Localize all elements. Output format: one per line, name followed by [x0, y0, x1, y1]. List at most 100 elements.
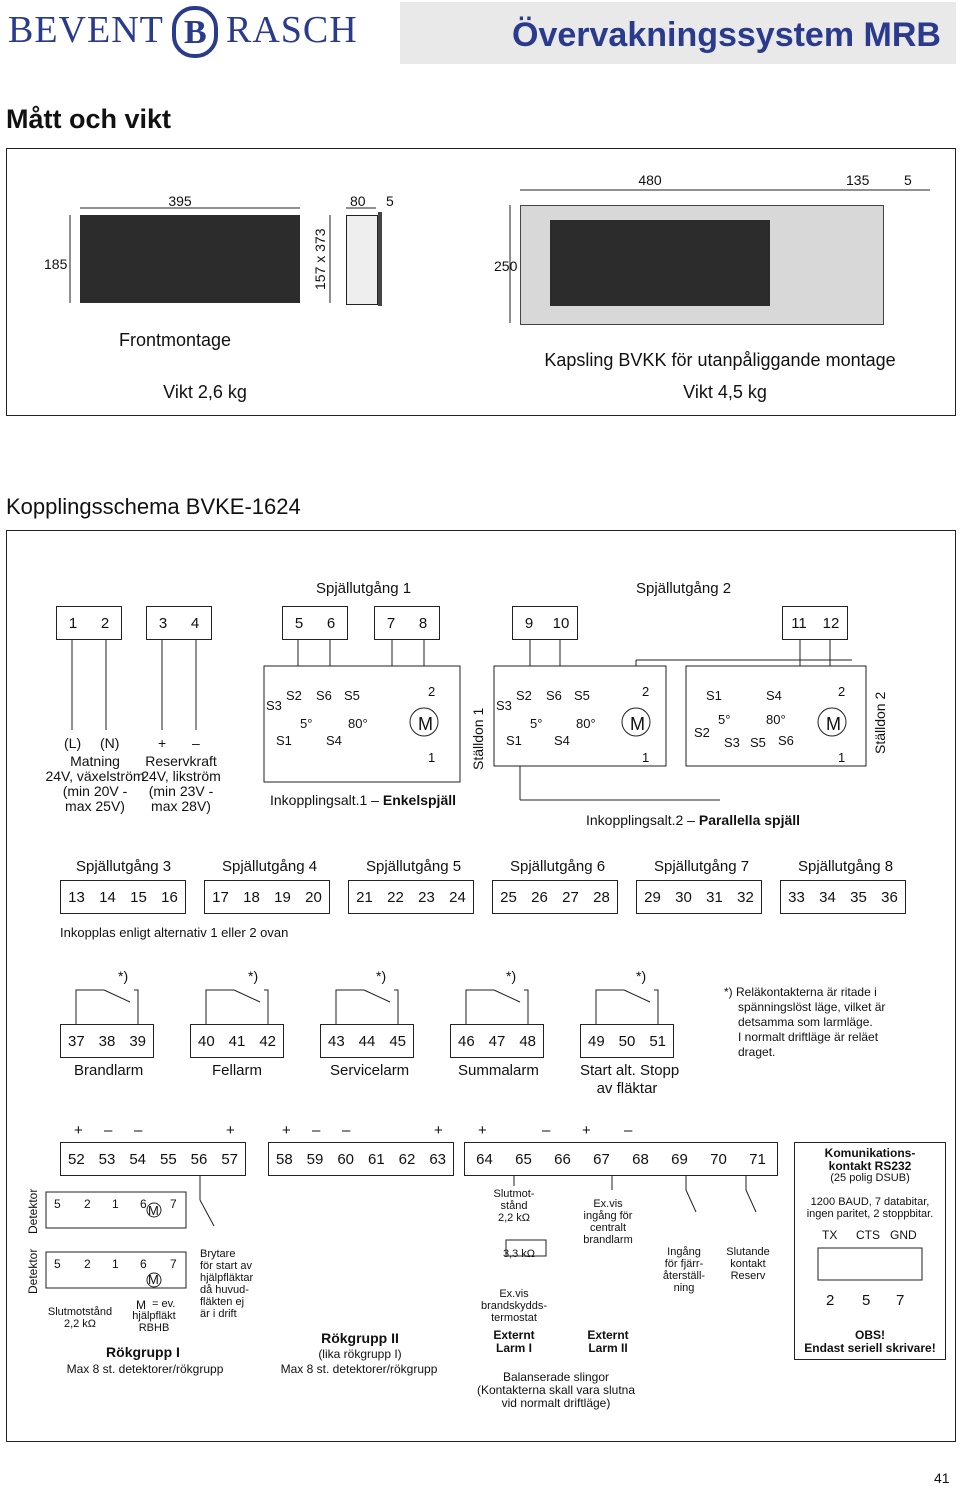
motor-m-c: M — [826, 714, 841, 734]
power-n: (N) — [100, 735, 120, 751]
sw-s1-b: S1 — [506, 733, 522, 748]
rs232-pin-label-tx: TX — [822, 1228, 838, 1242]
relay-note-5: draget. — [738, 1045, 776, 1059]
front-caption: Frontmontage — [118, 330, 232, 350]
outputs-note: Inkopplas enligt alternativ 1 eller 2 ov… — [60, 925, 289, 940]
sw-s3-b: S3 — [496, 698, 512, 713]
reserve-contact-3: Reserv — [730, 1270, 766, 1282]
sw-s6-c: S6 — [778, 733, 794, 748]
aux-fan-2: hjälpfläkt — [132, 1310, 176, 1322]
sw-5deg-b: 5° — [530, 716, 543, 731]
rs232-obs: OBS! — [855, 1328, 885, 1342]
sw-s3-a: S3 — [266, 698, 282, 713]
relay-star-4: *) — [506, 968, 517, 984]
sw-s4-c: S4 — [766, 688, 782, 703]
group2-sub2: Max 8 st. detektorer/rökgrupp — [280, 1362, 438, 1376]
fan-m-2: M — [148, 1272, 159, 1287]
relay-label-summa: Summalarm — [458, 1062, 539, 1079]
exvis-b-1: Ex.vis — [593, 1198, 623, 1210]
breaker-2: för start av — [200, 1260, 252, 1272]
alt2-label: Inkopplingsalt.2 – Parallella spjäll — [586, 812, 801, 828]
motor-2-a: 2 — [428, 684, 436, 699]
relay-note-1: *) Reläkontakterna är ritade i — [724, 985, 877, 999]
brand-logo-mark: B — [172, 6, 218, 58]
det2-n5: 5 — [54, 1257, 61, 1271]
aux-fan-3: RBHB — [138, 1322, 170, 1334]
brand-logo-left: BEVENT — [8, 9, 164, 51]
slutmot-b-1: Slutmot- — [493, 1188, 535, 1200]
sign-4: + — [226, 1122, 235, 1139]
fan-m-1: M — [148, 1203, 159, 1218]
sw-s2-a: S2 — [286, 688, 302, 703]
front-panel-flange — [378, 212, 382, 306]
box-width: 480 — [638, 172, 662, 188]
power-desc-3: (min 20V - — [62, 783, 128, 799]
reserve-desc-2: 24V, likström — [141, 768, 221, 784]
group2-title: Rökgrupp II — [321, 1330, 399, 1346]
motor-2-c: 2 — [838, 684, 846, 699]
sw-s5-c: S5 — [750, 735, 766, 750]
sign-2: – — [104, 1122, 113, 1139]
spj2-label: Spjällutgång 2 — [636, 580, 732, 597]
remote-3: återställ- — [662, 1270, 706, 1282]
output-label-7: Spjällutgång 7 — [654, 858, 750, 875]
exvis-b-2: ingång för — [583, 1210, 633, 1222]
relay-note-4: I normalt driftläge är reläet — [738, 1030, 879, 1044]
slutmot-a-2: 2,2 kΩ — [63, 1318, 97, 1330]
front-depth-a: 80 — [350, 193, 366, 209]
relay-star-1: *) — [118, 968, 129, 984]
rs232-spec-1: 1200 BAUD, 7 databitar, — [810, 1196, 930, 1208]
power-desc-1: Matning — [70, 753, 120, 769]
rs232-sub: (25 polig DSUB) — [830, 1172, 910, 1184]
ext2-1: Externt — [587, 1328, 629, 1342]
reserve-contact-2: kontakt — [730, 1258, 766, 1270]
box-depth-b: 5 — [904, 172, 912, 188]
rs232-title-1: Komunikations- — [824, 1146, 916, 1160]
sw-s2-b: S2 — [516, 688, 532, 703]
res-33: 3,3 kΩ — [502, 1248, 536, 1260]
reserve-desc-3: (min 23V - — [148, 783, 214, 799]
det1-n7: 7 — [170, 1197, 177, 1211]
rs232-obs-2: Endast seriell skrivare! — [804, 1341, 936, 1355]
sw-s3-c: S3 — [724, 735, 740, 750]
brand-logo-right: RASCH — [226, 9, 358, 51]
sw-s2-c: S2 — [694, 725, 710, 740]
breaker-4: då huvud- — [200, 1284, 249, 1296]
relay-label-fan-2: av fläktar — [596, 1080, 658, 1097]
reserve-contact-1: Slutande — [726, 1246, 770, 1258]
det1-n5: 5 — [54, 1197, 61, 1211]
sw-s4-a: S4 — [326, 733, 342, 748]
power-desc-2: 24V, växelström — [45, 768, 145, 784]
front-panel-side — [346, 215, 378, 305]
relay-star-5: *) — [636, 968, 647, 984]
alt1-label: Inkopplingsalt.1 – Enkelspjäll — [270, 792, 457, 808]
relay-label-service: Servicelarm — [330, 1062, 410, 1079]
front-weight: Vikt 2,6 kg — [163, 382, 247, 402]
sw-s4-b: S4 — [554, 733, 570, 748]
sign-9: + — [478, 1122, 487, 1139]
exvis-a-1: Ex.vis — [499, 1288, 529, 1300]
det2-n6: 6 — [140, 1257, 147, 1271]
motor-m-b: M — [630, 714, 645, 734]
box-caption: Kapsling BVKK för utanpåliggande montage — [544, 350, 896, 370]
motor-1-b: 1 — [642, 750, 650, 765]
sign-7: – — [342, 1122, 351, 1139]
remote-4: ning — [673, 1282, 695, 1294]
sw-s6-a: S6 — [316, 688, 332, 703]
sw-5deg-c: 5° — [718, 712, 731, 727]
remote-2: för fjärr- — [664, 1258, 704, 1270]
balanced-1: Balanserade slingor — [502, 1370, 610, 1384]
